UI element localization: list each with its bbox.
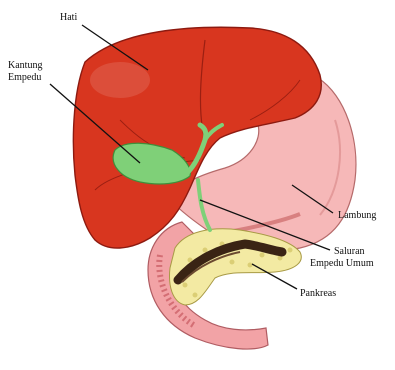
pancreas bbox=[170, 229, 302, 305]
label-gallbladder-line1: Kantung bbox=[8, 60, 42, 71]
label-bile-duct-line1: Saluran bbox=[334, 246, 365, 257]
label-stomach: Lambung bbox=[338, 210, 376, 221]
label-bile-duct-line2: Empedu Umum bbox=[310, 258, 374, 269]
label-gallbladder-line2: Empedu bbox=[8, 72, 41, 83]
label-pancreas: Pankreas bbox=[300, 288, 336, 299]
label-liver: Hati bbox=[60, 12, 77, 23]
